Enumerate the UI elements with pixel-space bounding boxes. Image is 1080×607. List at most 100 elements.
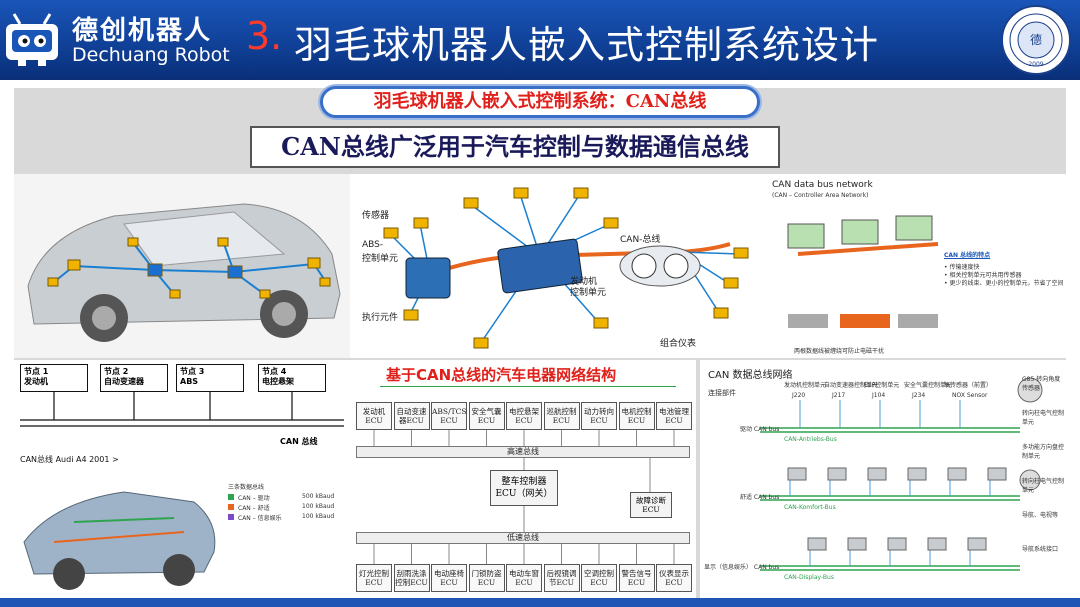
bottom-ecu-0: 灯光控制ECU xyxy=(356,564,392,592)
top-ecu-4: 电控悬架ECU xyxy=(506,402,542,430)
node-3-name: ABS xyxy=(180,377,199,386)
cn-right-unit-5: 导航系统接口 xyxy=(1022,546,1059,553)
bottom-ecu-2: 电动座椅ECU xyxy=(431,564,467,592)
can-network-subtitle: (CAN – Controller Area Network) xyxy=(772,192,869,199)
car-can-illustration xyxy=(14,174,350,358)
node-1-engine: 节点 1 发动机 xyxy=(20,364,88,392)
can-chinese-network-panel: CAN 数据总线网络 连接部件 驱动 CAN bus CAN-Antriebs-… xyxy=(700,360,1066,598)
diagnostic-ecu: 故障诊断 ECU xyxy=(630,492,672,518)
legend-swatch-comfort xyxy=(228,504,234,510)
cn-top-code-4: NOX Sensor xyxy=(952,392,988,399)
legend-comfort: CAN – 舒适 xyxy=(238,505,270,512)
can-feature-1: • 传输速度快 xyxy=(944,264,980,271)
legend-drive-rate: 500 kBaud xyxy=(302,493,335,500)
can-bus-label: CAN 总线 xyxy=(280,437,318,446)
top-ecu-6: 动力转向ECU xyxy=(581,402,617,430)
top-ecu-5: 巡航控制ECU xyxy=(543,402,580,430)
twisted-pair-caption: 两根数据线被缠绕可防止电磁干扰 xyxy=(794,348,885,355)
gateway-label: 整车控制器 xyxy=(501,477,547,487)
section-number: 3. xyxy=(246,14,283,58)
label-can-bus: CAN-总线 xyxy=(620,235,661,245)
cn-top-code-2: J104 xyxy=(872,392,886,399)
node-2-transmission: 节点 2 自动变速器 xyxy=(100,364,168,392)
header-bar: 德创机器人 Dechuang Robot 3. 羽毛球机器人嵌入式控制系统设计 … xyxy=(0,0,1080,80)
cn-top-unit-3: 安全气囊控制单元 xyxy=(904,382,953,389)
node-2-label: 节点 2 xyxy=(104,367,129,376)
can-features-title: CAN 总线的特点 xyxy=(944,252,991,259)
title-underline xyxy=(380,386,676,387)
display-bus-name: CAN-Display-Bus xyxy=(784,574,834,581)
audi-title: CAN总线 Audi A4 2001 > xyxy=(20,455,119,464)
display-bus-label: 显示（信息娱乐） CAN bus xyxy=(704,564,780,571)
cn-top-unit-0: 发动机控制单元 xyxy=(784,382,827,389)
diagnostic-sublabel: ECU xyxy=(642,505,660,514)
gateway-ecu: 整车控制器 ECU（网关） xyxy=(490,470,558,506)
node-1-label: 节点 1 xyxy=(24,367,49,376)
drive-bus-label: 驱动 CAN bus xyxy=(740,426,780,433)
gateway-sublabel: ECU（网关） xyxy=(495,489,553,499)
seal-mark: 德 xyxy=(1030,32,1042,47)
high-speed-bus: 高速总线 xyxy=(356,446,690,458)
label-engine-unit: 控制单元 xyxy=(570,288,607,298)
node-3-abs: 节点 3 ABS xyxy=(176,364,244,392)
label-actuator: 执行元件 xyxy=(362,313,399,323)
can-data-bus-network-panel: CAN data bus network (CAN – Controller A… xyxy=(768,174,1066,358)
legend-infotainment: CAN – 信息娱乐 xyxy=(238,515,282,522)
can-cn-subtitle: 连接部件 xyxy=(708,389,736,397)
can-feature-3: • 更少的线束、更小的控制单元，节省了空间 xyxy=(944,280,1064,287)
legend-swatch-info xyxy=(228,514,234,520)
diagnostic-label: 故障诊断 xyxy=(636,496,666,505)
can-cn-wiring-icon xyxy=(760,377,1043,571)
bottom-ecu-7: 警告信号ECU xyxy=(618,564,655,592)
section-pill-title: 羽毛球机器人嵌入式控制系统：CAN总线 xyxy=(320,86,760,118)
logo-chinese-text: 德创机器人 xyxy=(72,16,213,46)
cn-top-unit-4: 氧传感器（前置） xyxy=(944,382,993,389)
university-seal-icon: 德 2009 xyxy=(1001,5,1071,75)
audi-a4-can-panel: CAN总线 Audi A4 2001 > 三条数据总线 CAN – 驱动 500… xyxy=(14,452,350,598)
audi-car-icon xyxy=(23,491,216,590)
low-speed-bus: 低速总线 xyxy=(356,532,690,544)
node-4-name: 电控悬架 xyxy=(262,377,294,386)
logo-english-text: Dechuang Robot xyxy=(72,44,230,66)
node-4-suspension: 节点 4 电控悬架 xyxy=(258,364,326,392)
top-ecu-1: 自动变速器ECU xyxy=(393,402,430,430)
bottom-ecu-8: 仪表显示ECU xyxy=(656,564,692,592)
cn-top-code-0: J220 xyxy=(792,392,806,399)
comfort-bus-label: 舒适 CAN bus xyxy=(740,494,780,501)
cn-top-code-3: J234 xyxy=(912,392,926,399)
node-3-label: 节点 3 xyxy=(180,367,205,376)
top-ecu-7: 电机控制ECU xyxy=(618,402,655,430)
legend-comfort-rate: 100 kBaud xyxy=(302,503,335,510)
page-title: 羽毛球机器人嵌入式控制系统设计 xyxy=(294,23,880,67)
cn-top-code-1: J217 xyxy=(832,392,846,399)
legend-infotainment-rate: 100 kBaud xyxy=(302,513,335,520)
bottom-ecu-3: 门锁防盗ECU xyxy=(468,564,505,592)
can-cn-title: CAN 数据总线网络 xyxy=(708,370,793,381)
antrieb-bus-label: CAN-Antriebs-Bus xyxy=(784,436,837,443)
can-node-diagram: 节点 1 发动机 节点 2 自动变速器 节点 3 ABS 节点 4 电控悬架 C… xyxy=(14,360,350,452)
footer-bar xyxy=(0,598,1080,607)
label-engine: 发动机 xyxy=(570,277,598,287)
node-4-label: 节点 4 xyxy=(262,367,287,376)
cn-right-unit-1: 转向柱电气控制单元 xyxy=(1022,410,1065,426)
bottom-ecu-1: 刮雨洗涤控制ECU xyxy=(393,564,430,592)
legend-drive: CAN – 驱动 xyxy=(238,495,270,502)
legend-title: 三条数据总线 xyxy=(228,484,265,491)
can-network-title: CAN data bus network xyxy=(772,180,873,190)
seal-year: 2009 xyxy=(1028,61,1043,68)
network-title: 基于CAN总线的汽车电器网络结构 xyxy=(386,366,617,384)
car-illustration-icon xyxy=(27,203,341,342)
label-sensor: 传感器 xyxy=(362,211,390,221)
cn-right-unit-2: 多功能方向盘控制单元 xyxy=(1022,444,1065,460)
cn-right-unit-0: G85 转向角度传感器 xyxy=(1022,376,1061,392)
node-2-name: 自动变速器 xyxy=(104,377,144,386)
top-ecu-0: 发动机ECU xyxy=(356,402,392,430)
cn-right-unit-4: 导航、电视等 xyxy=(1022,512,1059,519)
top-ecu-3: 安全气囊ECU xyxy=(468,402,505,430)
legend-swatch-drive xyxy=(228,494,234,500)
slide-subtitle: CAN总线广泛用于汽车控制与数据通信总线 xyxy=(250,126,780,168)
label-instrument-cluster: 组合仪表 xyxy=(660,339,697,349)
bottom-ecu-5: 后视镜调节ECU xyxy=(543,564,580,592)
top-ecu-8: 电池管理ECU xyxy=(656,402,692,430)
